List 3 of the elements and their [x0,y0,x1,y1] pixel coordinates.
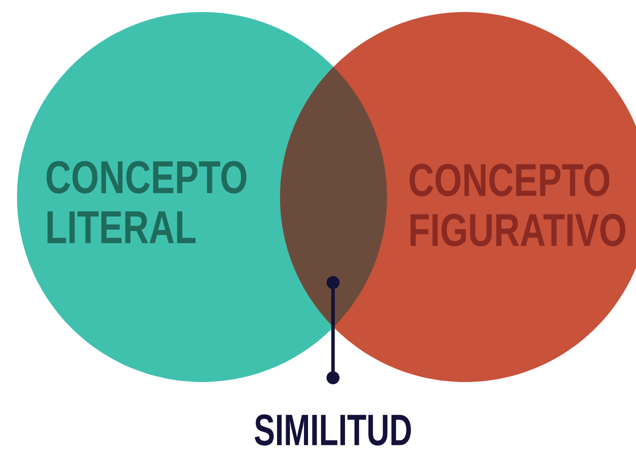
overlap-area [280,66,387,328]
leader-line [326,276,340,384]
caption-text: SIMILITUD [254,414,411,446]
